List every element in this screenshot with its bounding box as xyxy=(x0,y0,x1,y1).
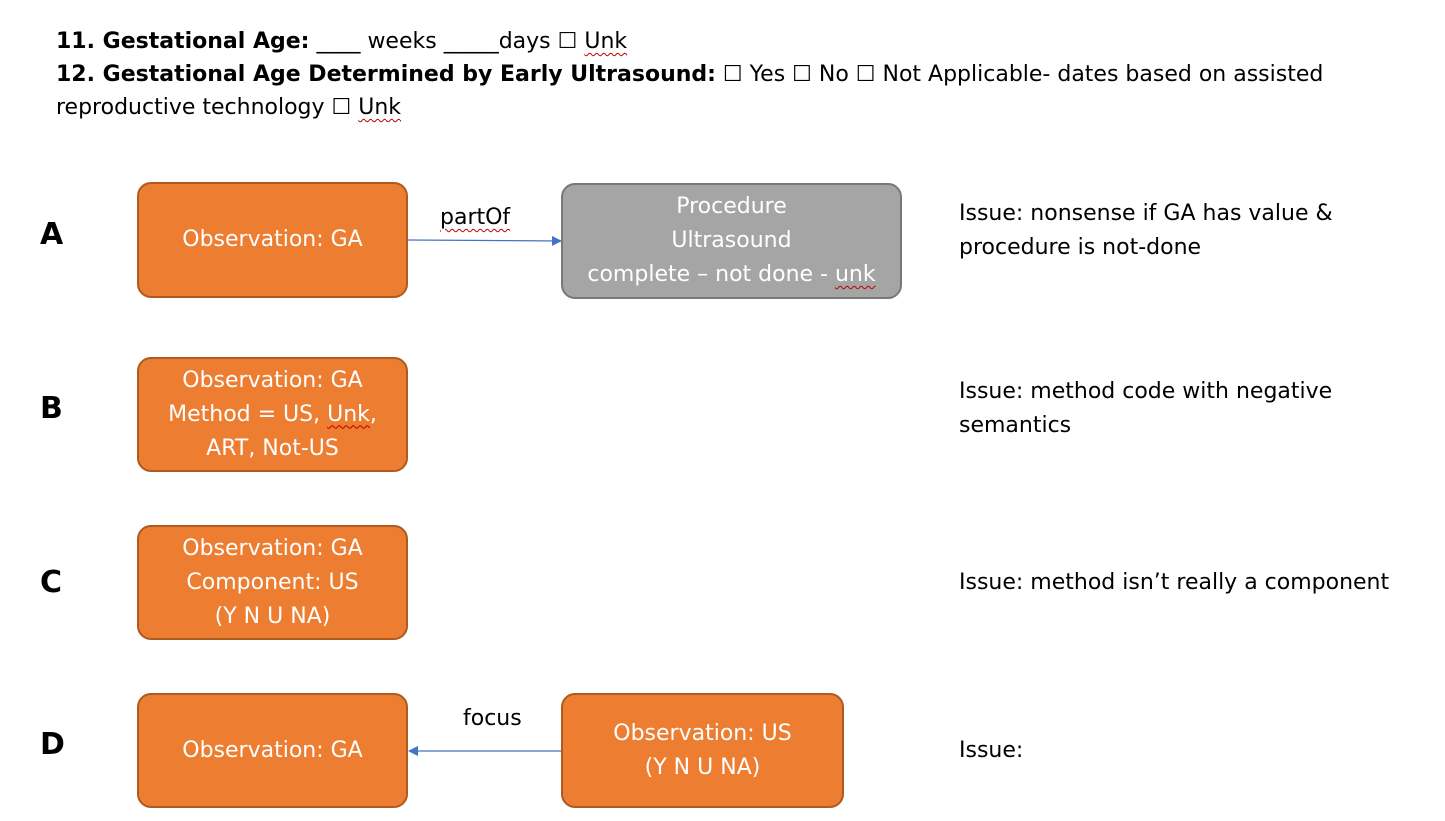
issue-d: Issue: xyxy=(959,738,1024,763)
box-line-text: complete – not done - xyxy=(587,262,835,287)
question-12-continuation-text: reproductive technology ☐ xyxy=(56,95,359,120)
box-line: Procedure xyxy=(676,194,787,219)
box-line: Component: US xyxy=(186,569,359,595)
box-line: (Y N U NA) xyxy=(644,754,761,780)
question-12-options: ☐ Yes ☐ No ☐ Not Applicable- dates based… xyxy=(715,62,1324,87)
edge-label-partof: partOf xyxy=(440,205,510,230)
box-line: Observation: GA xyxy=(182,227,363,252)
box-line-text: Method = US, xyxy=(168,401,328,427)
observation-ga-box-d: Observation: GA xyxy=(137,693,408,808)
box-line: Observation: GA xyxy=(182,535,363,561)
question-11: 11. Gestational Age: ____ weeks _____day… xyxy=(56,25,1416,58)
box-line: Method = US, Unk, xyxy=(168,398,377,432)
procedure-ultrasound-box: Procedure Ultrasound complete – not done… xyxy=(561,183,902,299)
box-line-comma: , xyxy=(369,401,377,427)
question-11-fields: ____ weeks _____days ☐ xyxy=(309,29,585,54)
box-line-unk: unk xyxy=(834,262,876,287)
box-line-unk: Unk xyxy=(327,401,370,427)
question-12-continuation: reproductive technology ☐ Unk xyxy=(56,91,1416,124)
row-letter-c: C xyxy=(40,565,63,600)
issue-b: Issue: method code with negative semanti… xyxy=(959,379,1333,438)
box-line: Ultrasound xyxy=(671,228,792,253)
question-12-unk: Unk xyxy=(358,95,402,120)
observation-ga-method-box: Observation: GA Method = US, Unk, ART, N… xyxy=(137,357,408,472)
box-line: ART, Not-US xyxy=(206,435,339,461)
edge-label-partof-text: partOf xyxy=(440,205,511,230)
form-questions: 11. Gestational Age: ____ weeks _____day… xyxy=(56,25,1416,124)
issue-a: Issue: nonsense if GA has value & proced… xyxy=(959,201,1333,260)
observation-ga-component-box: Observation: GA Component: US (Y N U NA) xyxy=(137,525,408,640)
row-letter-a: A xyxy=(40,217,64,252)
issue-c: Issue: method isn’t really a component xyxy=(959,570,1390,595)
edge-label-focus: focus xyxy=(463,706,522,731)
box-line: (Y N U NA) xyxy=(214,603,331,629)
box-line: Observation: US xyxy=(613,720,792,746)
question-11-unk: Unk xyxy=(584,29,628,54)
row-letter-b: B xyxy=(40,391,63,426)
box-line: Observation: GA xyxy=(182,367,363,393)
row-letter-d: D xyxy=(40,727,65,762)
box-line: complete – not done - unk xyxy=(587,258,875,292)
partof-arrow xyxy=(407,235,562,246)
question-11-label: 11. Gestational Age: xyxy=(56,29,310,54)
question-12-label: 12. Gestational Age Determined by Early … xyxy=(56,62,716,87)
box-line: Observation: GA xyxy=(182,737,363,763)
question-12: 12. Gestational Age Determined by Early … xyxy=(56,58,1416,91)
observation-us-box: Observation: US (Y N U NA) xyxy=(561,693,844,808)
observation-ga-box-a: Observation: GA xyxy=(137,182,408,298)
